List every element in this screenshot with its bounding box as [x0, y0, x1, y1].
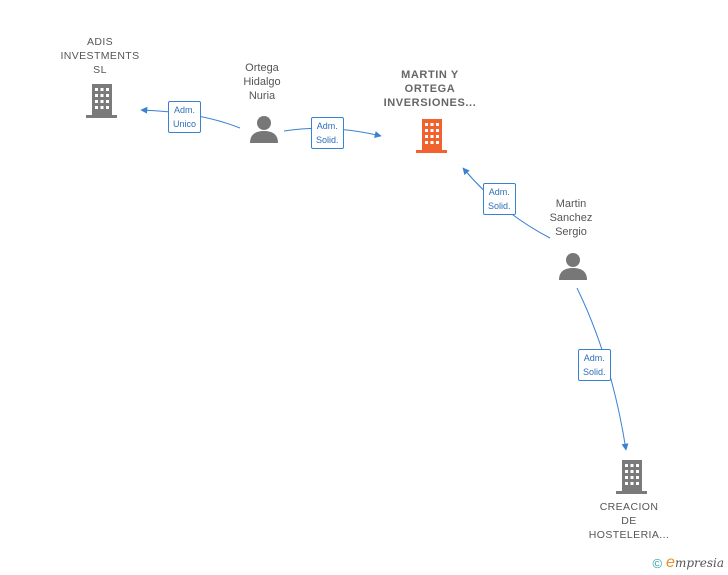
brand-logo[interactable]: empresia: [666, 554, 724, 571]
edge-label-adm-solid: Adm. Solid.: [311, 117, 344, 149]
node-label-creacion-de-hosteleria[interactable]: CREACION DE HOSTELERIA...: [588, 501, 670, 541]
node-label-adis-investments[interactable]: ADIS INVESTMENTS SL: [60, 36, 140, 76]
building-icon[interactable]: [416, 119, 447, 153]
person-icon[interactable]: [559, 253, 587, 280]
node-label-martin-y-ortega[interactable]: MARTIN Y ORTEGA INVERSIONES...: [383, 69, 477, 109]
building-icon[interactable]: [616, 460, 647, 494]
edge-label-adm-unico: Adm. Unico: [168, 101, 202, 133]
person-icon[interactable]: [250, 116, 278, 143]
building-icon[interactable]: [86, 84, 117, 118]
edge-label-adm-solid: Adm. Solid.: [483, 183, 516, 215]
edge-label-adm-solid: Adm. Solid.: [578, 349, 611, 381]
node-label-martin-sanchez-sergio[interactable]: Martin Sanchez Sergio: [549, 198, 593, 238]
footer-brand: © empresia: [652, 554, 724, 572]
copyright-icon: ©: [652, 555, 663, 571]
node-label-ortega-hidalgo-nuria[interactable]: Ortega Hidalgo Nuria: [243, 62, 281, 102]
